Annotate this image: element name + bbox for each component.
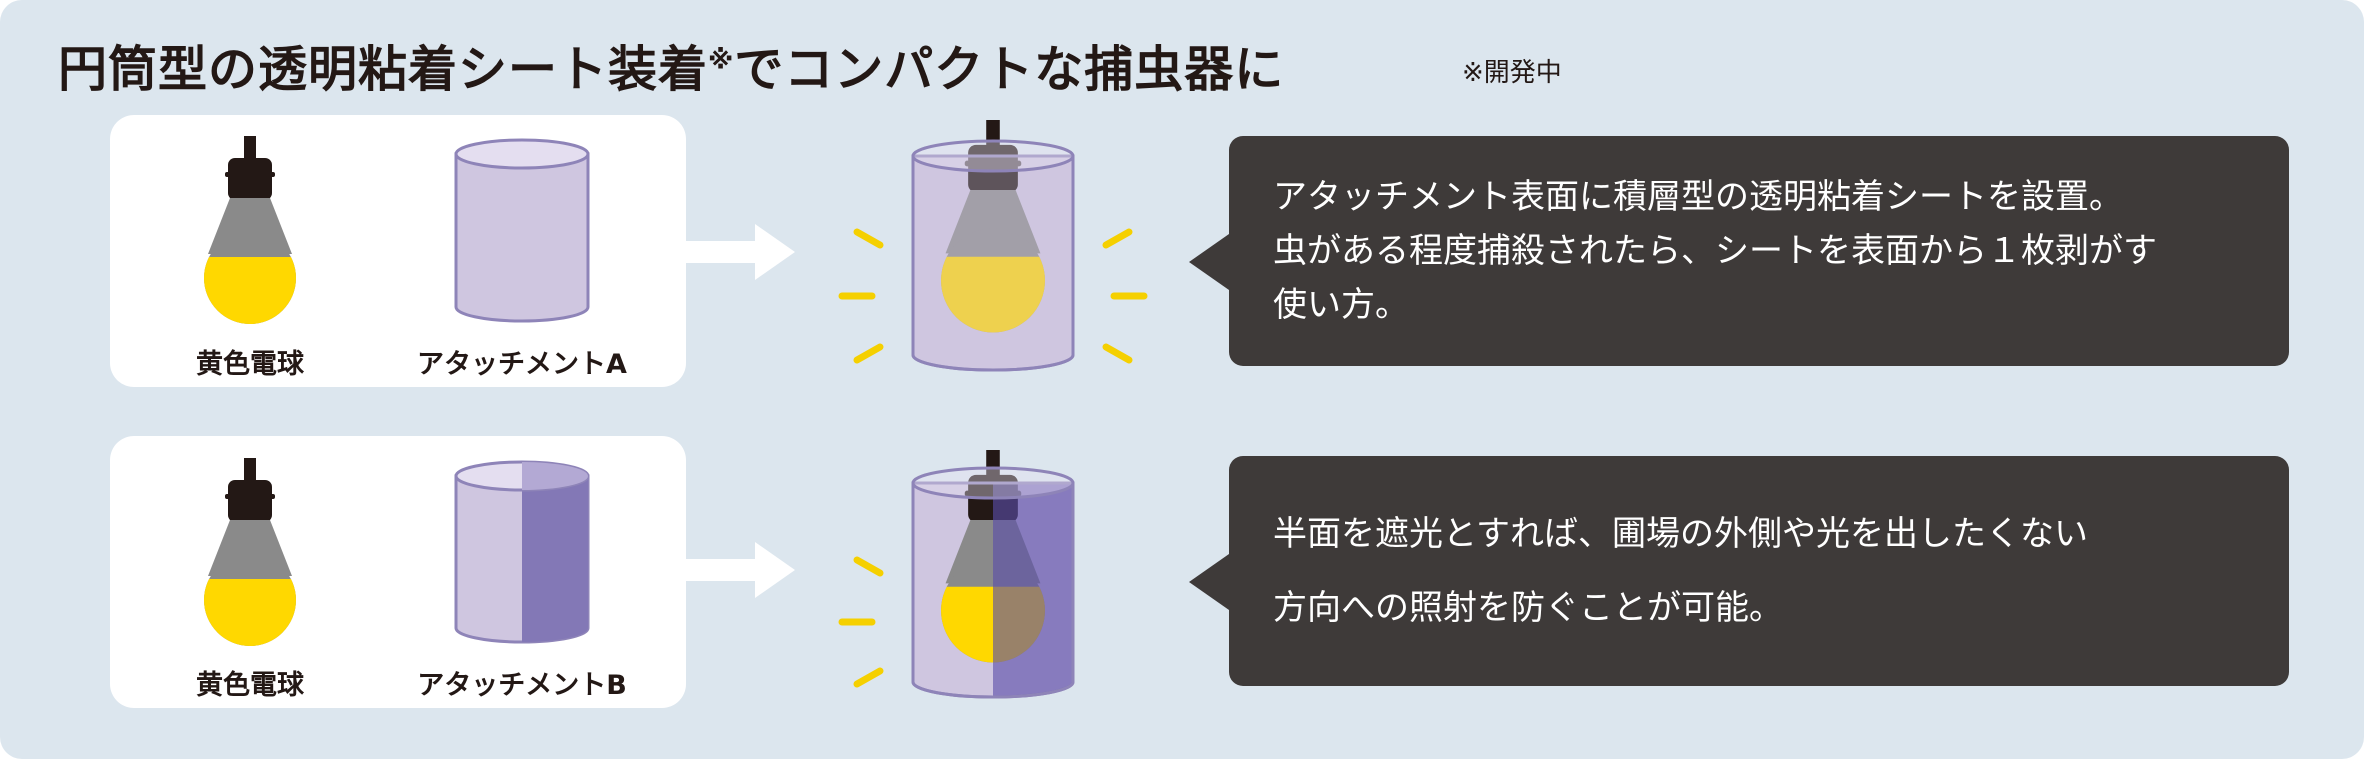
description-line: アタッチメント表面に積層型の透明粘着シートを設置。 [1273,177,2123,217]
description-bubble-a: アタッチメント表面に積層型の透明粘着シートを設置。 虫がある程度捕殺されたら、シ… [1189,136,2289,366]
light-rays-b-icon [838,556,884,688]
light-rays-a-icon [838,228,1148,364]
development-note: ※開発中 [1462,58,1562,88]
arrow-icon [686,542,795,598]
description-bubble-b: 半面を遮光とすれば、圃場の外側や光を出したくない 方向への照射を防ぐことが可能。 [1189,456,2289,686]
bulb-label: 黄色電球 [196,670,304,701]
components-panel-a [110,115,686,387]
light-trap-a-icon [911,120,1075,372]
yellow-bulb-icon [204,136,296,324]
description-line: 半面を遮光とすれば、圃場の外側や光を出したくない [1273,514,2088,554]
light-trap-b-icon [911,450,1075,699]
description-line: 方向への照射を防ぐことが可能。 [1273,588,1783,628]
attachment-b-cylinder-icon [454,460,590,644]
attachment-a-cylinder-icon [454,138,590,323]
bulb-label: 黄色電球 [196,349,304,380]
description-line: 虫がある程度捕殺されたら、シートを表面から１枚剥がす [1273,231,2157,271]
page-title: 円筒型の透明粘着シート装着※でコンパクトな捕虫器に [58,41,1285,98]
arrow-icon [686,224,795,280]
yellow-bulb-icon [204,458,296,646]
description-line: 使い方。 [1273,285,1409,325]
attachment-b-label: アタッチメントB [417,670,627,701]
attachment-a-label: アタッチメントA [417,349,627,380]
components-panel-b [110,436,686,708]
